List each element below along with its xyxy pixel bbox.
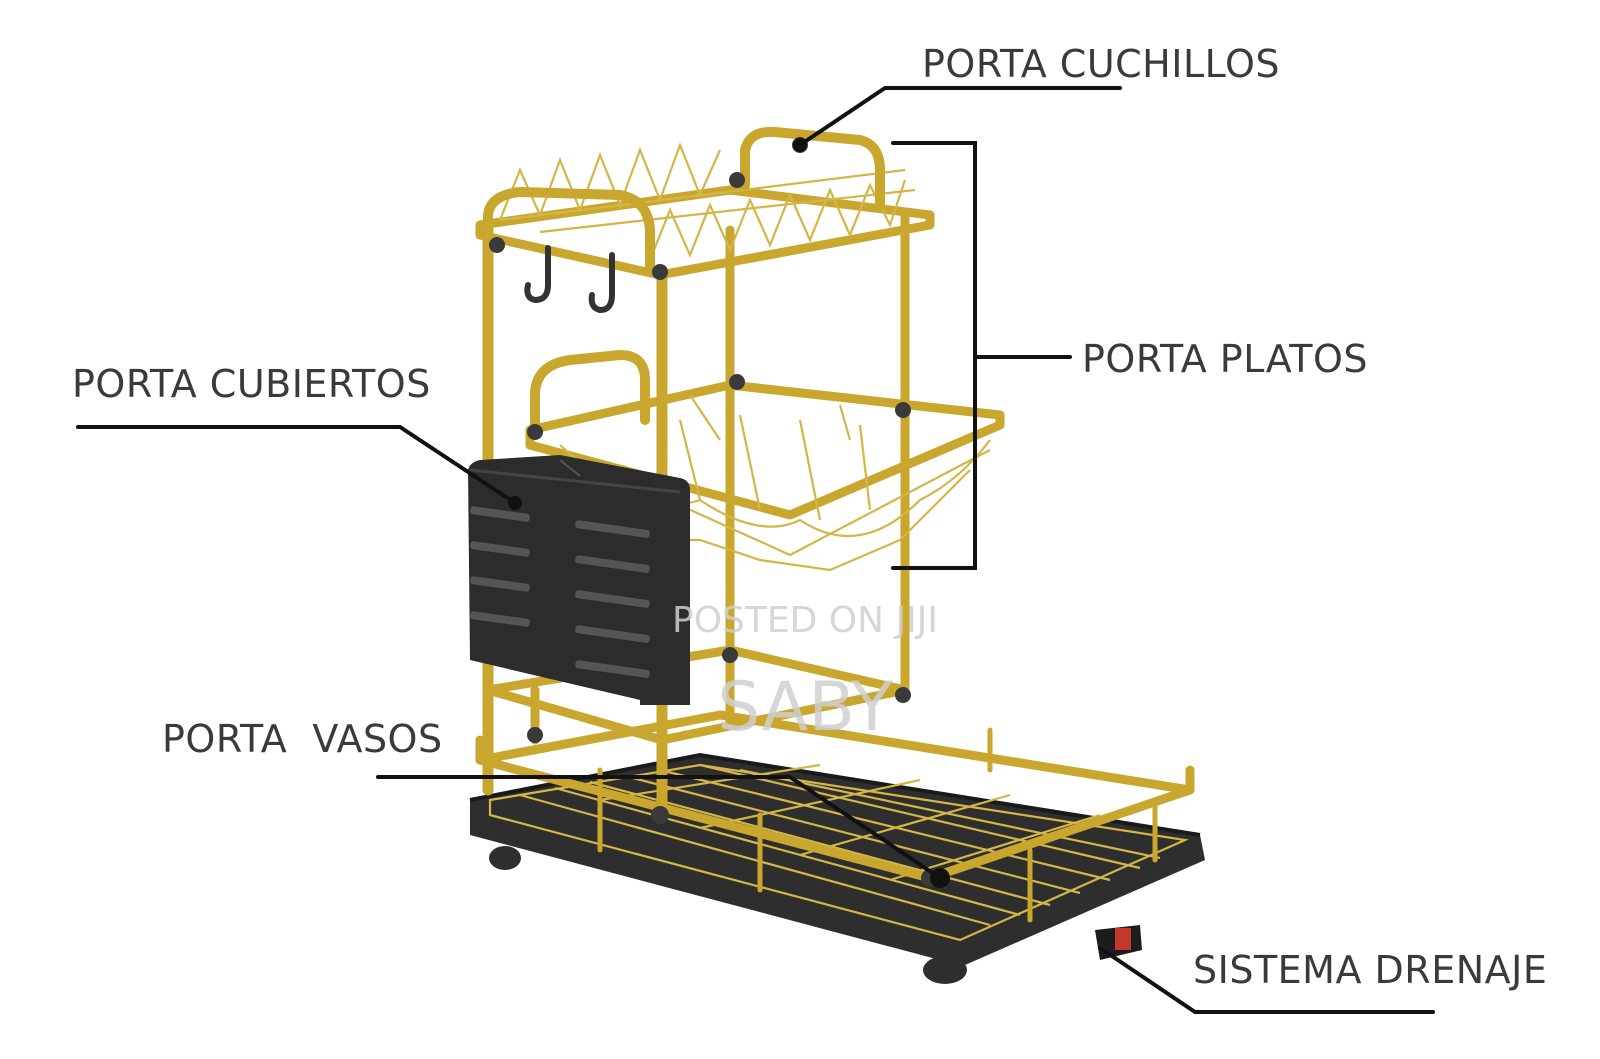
leader-porta-cubiertos [76, 425, 517, 505]
drain-spout [1095, 925, 1142, 960]
leader-porta-platos [891, 141, 1072, 570]
label-porta-cuchillos: PORTA CUCHILLOS [922, 42, 1280, 86]
label-porta-vasos: PORTA VASOS [162, 717, 443, 761]
label-porta-cubiertos: PORTA CUBIERTOS [72, 362, 431, 406]
callout-labels: PORTA CUCHILLOS PORTA PLATOS PORTA CUBIE… [72, 42, 1547, 992]
leader-lines [76, 86, 1435, 1014]
label-porta-platos: PORTA PLATOS [1082, 337, 1368, 381]
watermark-line-2: SABY [717, 668, 893, 747]
cutlery-holder [468, 455, 690, 705]
watermark-line-1: POSTED ON JIJI [672, 600, 938, 641]
leader-porta-cuchillos [798, 86, 1122, 147]
leader-sistema-drenaje [1098, 946, 1435, 1014]
watermark: POSTED ON JIJI SABY [672, 600, 938, 747]
dish-rack-illustration [468, 126, 1205, 984]
label-sistema-drenaje: SISTEMA DRENAJE [1193, 948, 1547, 992]
leader-porta-vasos [376, 775, 942, 880]
hooks [524, 245, 615, 314]
